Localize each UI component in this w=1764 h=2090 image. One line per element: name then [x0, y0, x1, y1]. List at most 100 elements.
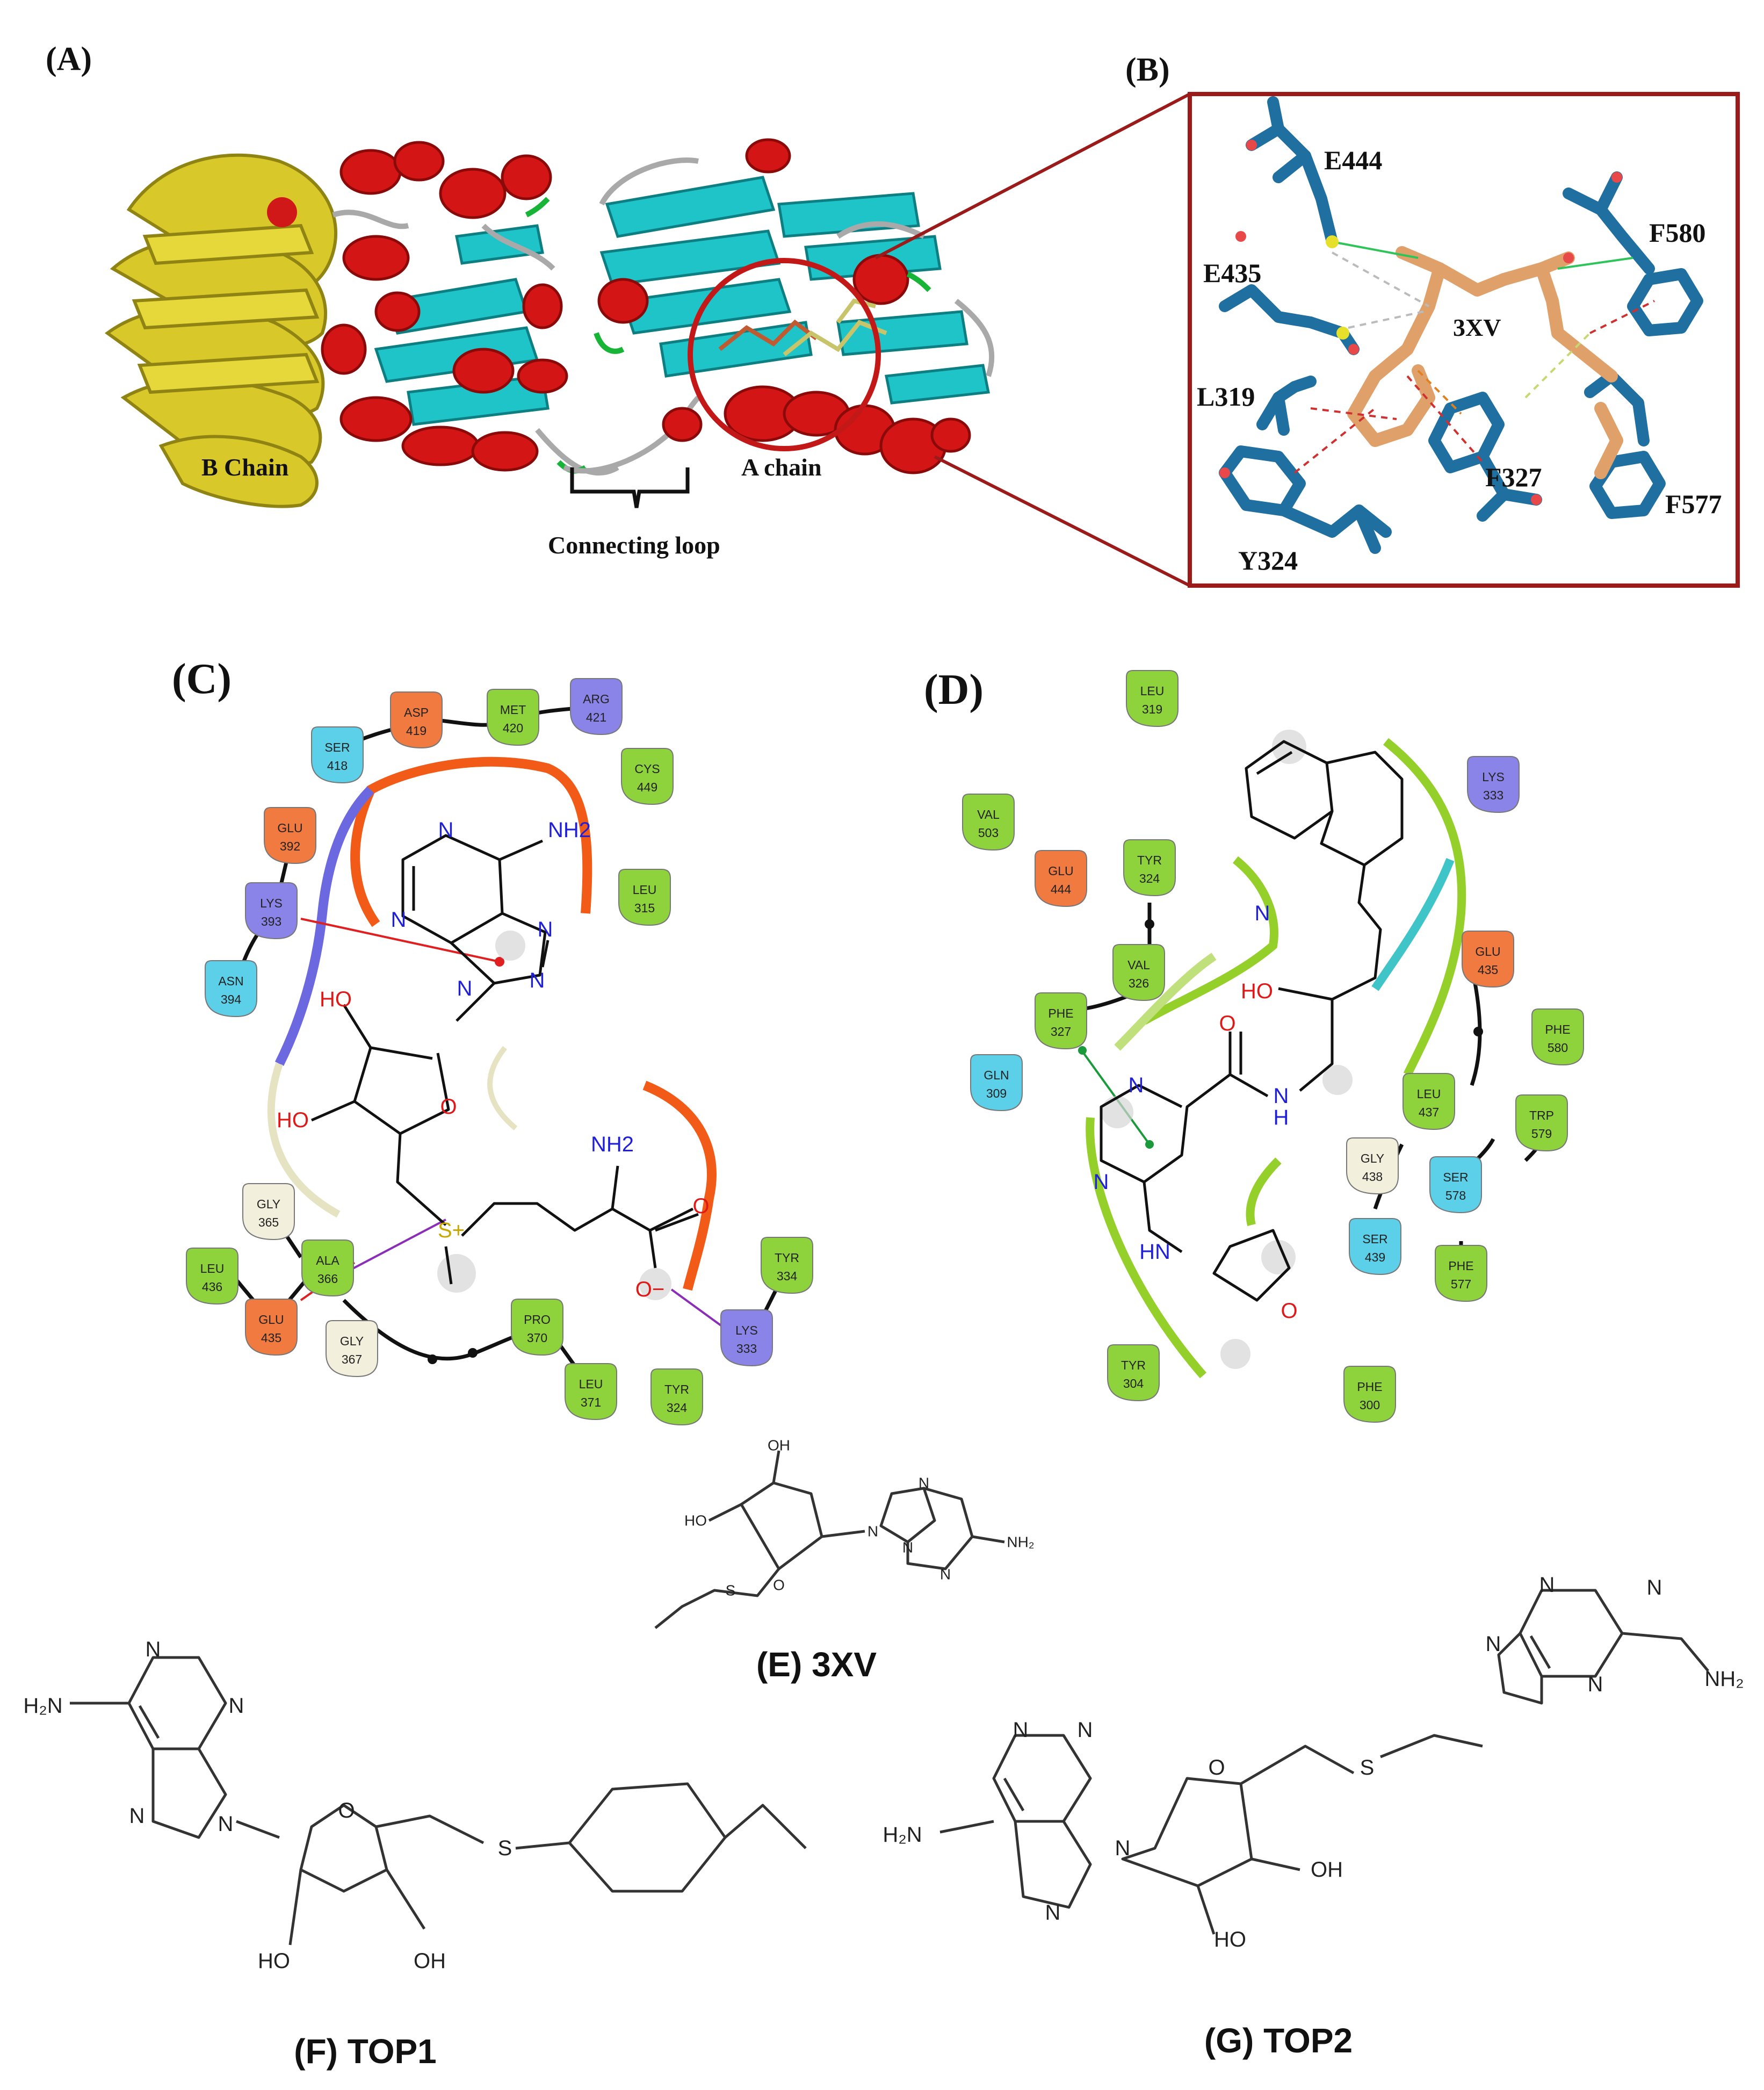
- residue-number: 439: [1365, 1250, 1385, 1264]
- svg-text:N: N: [1588, 1673, 1603, 1696]
- residue-number: 309: [986, 1086, 1007, 1100]
- residue-name: GLN: [984, 1068, 1009, 1082]
- svg-text:N: N: [1013, 1718, 1029, 1742]
- residue-number: 436: [202, 1280, 222, 1294]
- residue-number: 421: [586, 710, 606, 724]
- residue-name: GLY: [340, 1334, 364, 1348]
- zoom-line-bottom: [934, 455, 1191, 587]
- svg-text:N: N: [146, 1638, 161, 1661]
- residue-number: 438: [1362, 1170, 1383, 1184]
- residue-number: 367: [342, 1352, 362, 1366]
- residue-name: TRP: [1529, 1108, 1554, 1122]
- residue-name: PHE: [1545, 1022, 1570, 1036]
- res-f580-label: F580: [1649, 218, 1706, 248]
- residue-number: 435: [261, 1331, 281, 1345]
- svg-text:HO: HO: [1241, 979, 1273, 1003]
- svg-text:NH₂: NH₂: [1007, 1534, 1034, 1551]
- svg-text:N: N: [1129, 1073, 1144, 1097]
- residue-number: 319: [1142, 702, 1162, 716]
- svg-text:N: N: [1486, 1632, 1501, 1656]
- left-domain-structure: [321, 141, 619, 476]
- d-residue-trp-579: TRP 579: [1515, 1094, 1568, 1152]
- residue-number: 333: [1483, 788, 1503, 802]
- residue-number: 370: [527, 1331, 547, 1345]
- atom-nh2-b: NH2: [591, 1133, 634, 1156]
- c-residue-gly-367: GLY 367: [326, 1320, 378, 1378]
- residue-name: CYS: [634, 762, 660, 776]
- res-f577-label: F577: [1665, 489, 1722, 519]
- svg-text:N: N: [902, 1539, 913, 1556]
- d-residue-group: LEU319LYS333VAL503GLU444TYR324VAL326PHE3…: [962, 670, 1584, 1423]
- svg-text:N: N: [1078, 1718, 1093, 1742]
- atom-o-minus: O−: [635, 1278, 664, 1301]
- b-chain-helix: [267, 197, 297, 227]
- residue-name: ARG: [583, 692, 610, 706]
- svg-text:OH: OH: [414, 1949, 446, 1973]
- svg-text:S: S: [726, 1582, 736, 1599]
- caption-e: (E) 3XV: [756, 1645, 877, 1684]
- residue-name: LYS: [260, 896, 283, 910]
- residue-name: LEU: [633, 883, 657, 897]
- svg-text:N: N: [940, 1566, 951, 1583]
- svg-text:O: O: [1219, 1012, 1235, 1035]
- residue-name: TYR: [664, 1382, 689, 1396]
- res-f327-label: F327: [1485, 462, 1542, 492]
- residue-name: MET: [500, 703, 526, 717]
- d-residue-gln-309: GLN 309: [970, 1054, 1023, 1112]
- residue-number: 365: [258, 1215, 279, 1229]
- svg-text:O: O: [1281, 1299, 1297, 1323]
- c-residue-ala-366: ALA 366: [301, 1239, 354, 1297]
- residue-name: VAL: [977, 808, 1000, 821]
- res-e444-label: E444: [1324, 145, 1382, 175]
- atom-n5: N: [530, 969, 545, 992]
- residue-name: PRO: [524, 1313, 551, 1327]
- residue-number: 334: [777, 1269, 798, 1283]
- c-residue-met-420: MET 420: [487, 689, 539, 746]
- panel-b: (B): [1125, 52, 1740, 588]
- res-e435-label: E435: [1203, 258, 1261, 288]
- panel-d: (D): [924, 666, 1584, 1423]
- residue-number: 577: [1451, 1277, 1471, 1291]
- residue-name: PHE: [1357, 1380, 1382, 1394]
- d-residue-phe-577: PHE 577: [1435, 1245, 1487, 1302]
- svg-text:HO: HO: [258, 1949, 290, 1973]
- residue-number: 315: [634, 901, 655, 915]
- c-residue-leu-436: LEU 436: [186, 1248, 238, 1305]
- residue-name: GLU: [258, 1313, 284, 1327]
- svg-text:OH: OH: [1311, 1858, 1343, 1882]
- residue-name: ALA: [316, 1253, 339, 1267]
- residue-number: 394: [221, 992, 242, 1006]
- c-residue-group: SER418ASP419MET420ARG421CYS449LEU315GLU3…: [186, 678, 813, 1426]
- svg-text:NH₂: NH₂: [1704, 1667, 1744, 1691]
- residue-name: LEU: [200, 1262, 225, 1275]
- residue-name: TYR: [1121, 1358, 1146, 1372]
- residue-number: 371: [581, 1395, 601, 1409]
- panel-d-label: (D): [924, 666, 984, 714]
- panel-c-label: (C): [172, 655, 232, 703]
- residue-number: 366: [317, 1272, 338, 1286]
- svg-text:N: N: [1094, 1170, 1109, 1194]
- residue-name: PHE: [1448, 1259, 1473, 1273]
- residue-number: 419: [406, 724, 426, 738]
- residue-number: 449: [637, 780, 657, 794]
- residue-number: 300: [1360, 1398, 1380, 1412]
- residue-number: 420: [503, 721, 523, 735]
- svg-text:N: N: [229, 1694, 244, 1718]
- svg-text:N: N: [1255, 902, 1270, 925]
- d-residue-phe-300: PHE 300: [1343, 1366, 1396, 1423]
- residue-number: 579: [1531, 1127, 1552, 1141]
